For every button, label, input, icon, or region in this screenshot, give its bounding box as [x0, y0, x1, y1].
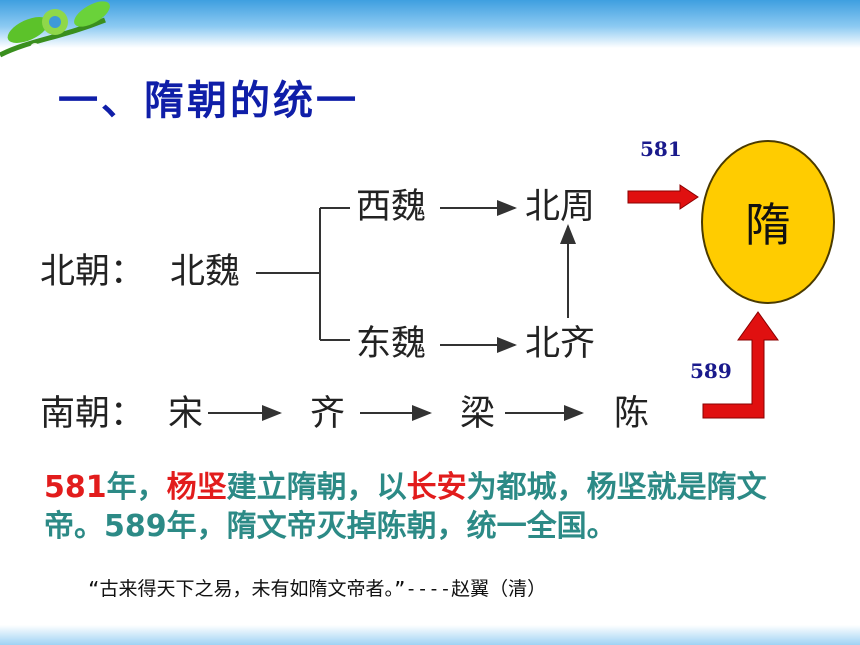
- node-beiqi: 北齐: [525, 324, 596, 364]
- year-581: 581: [640, 137, 682, 161]
- quote-text: “古来得天下之易，未有如隋文帝者。”----赵翼（清）: [88, 578, 547, 600]
- year-589: 589: [690, 359, 732, 383]
- node-beizhou: 北周: [525, 187, 596, 227]
- top-banner: [0, 0, 860, 48]
- page-title: 一、隋朝的统一: [58, 78, 359, 124]
- node-xiwei: 西魏: [356, 187, 427, 227]
- node-dongwei: 东魏: [356, 324, 427, 364]
- summary-paragraph: 581年，杨坚建立隋朝，以长安为都城，杨坚就是隋文帝。589年，隋文帝灭掉陈朝，…: [44, 468, 824, 546]
- label-nanchao: 南朝：: [40, 394, 146, 434]
- capital-highlight: 长安: [406, 470, 467, 505]
- name-highlight: 杨坚: [166, 470, 227, 505]
- node-liang: 梁: [460, 394, 496, 434]
- sui-circle: 隋: [701, 140, 835, 304]
- node-qi: 齐: [310, 394, 346, 434]
- para-text-2: 建立隋朝，以: [226, 470, 407, 505]
- para-text-1: 年，: [106, 470, 167, 505]
- red-arrow-south-icon: [702, 311, 779, 419]
- red-arrow-north-icon: [627, 184, 699, 210]
- label-beichao: 北朝：: [40, 252, 146, 292]
- node-chen: 陈: [614, 394, 650, 434]
- leaf-decoration-icon: [0, 1, 110, 58]
- node-song: 宋: [168, 394, 204, 434]
- year-highlight: 581: [44, 470, 107, 505]
- bottom-banner: [0, 625, 860, 645]
- para-text-3: 为都城，杨坚就是隋文帝。589年，隋文帝灭掉陈朝，统一全国。: [44, 470, 767, 544]
- node-beiwei: 北魏: [170, 252, 241, 292]
- sui-label: 隋: [745, 198, 791, 252]
